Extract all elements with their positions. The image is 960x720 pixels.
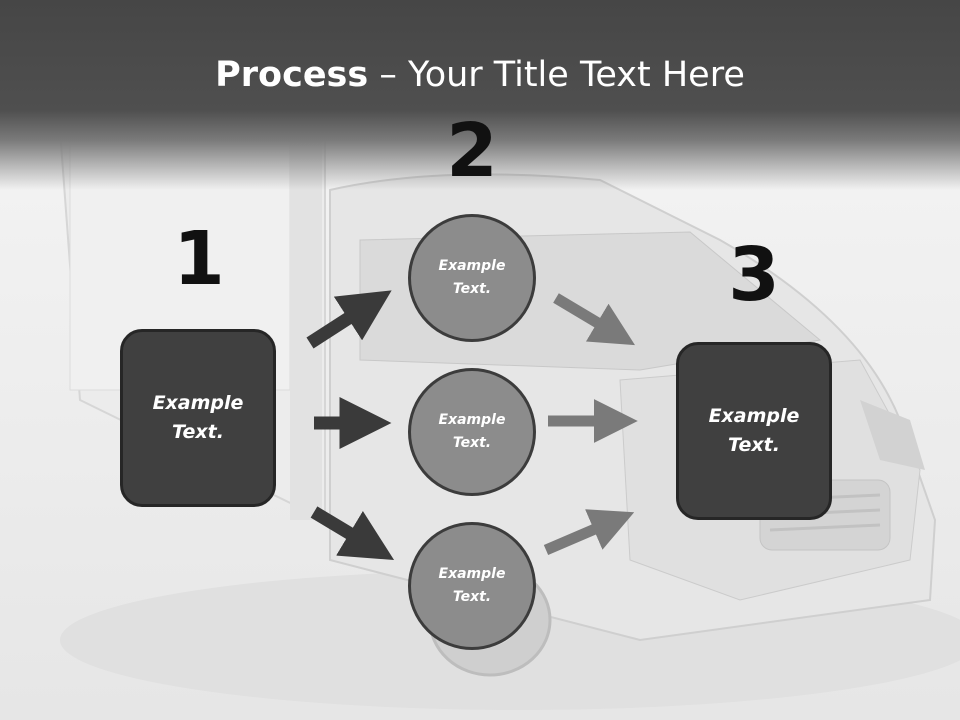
step-1-box: Example Text. (120, 329, 276, 507)
arrow-circle-top-to-box3 (553, 293, 636, 346)
step-3-box: Example Text. (676, 342, 832, 520)
step-2-circle-top-text: Example Text. (438, 258, 506, 297)
title-bold: Process (215, 55, 369, 95)
step-3-number: 3 (728, 232, 780, 318)
arrow-box1-to-circle-bottom (310, 506, 395, 561)
step-3-box-text: Example Text. (708, 405, 800, 456)
step-2-circle-bottom: Example Text. (408, 522, 536, 650)
title-rest: – Your Title Text Here (368, 55, 745, 95)
arrow-circle-bottom-to-box3 (543, 509, 635, 556)
arrow-box1-to-circle-top (306, 290, 392, 349)
step-2-circle-middle-text: Example Text. (438, 412, 506, 451)
title-banner (0, 0, 960, 190)
step-2-circle-top: Example Text. (408, 214, 536, 342)
step-2-number: 2 (446, 108, 498, 194)
slide-title: Process – Your Title Text Here (0, 52, 960, 98)
step-1-number: 1 (173, 216, 225, 302)
step-1-box-text: Example Text. (152, 392, 244, 443)
step-2-circle-bottom-text: Example Text. (438, 566, 506, 605)
step-2-circle-middle: Example Text. (408, 368, 536, 496)
